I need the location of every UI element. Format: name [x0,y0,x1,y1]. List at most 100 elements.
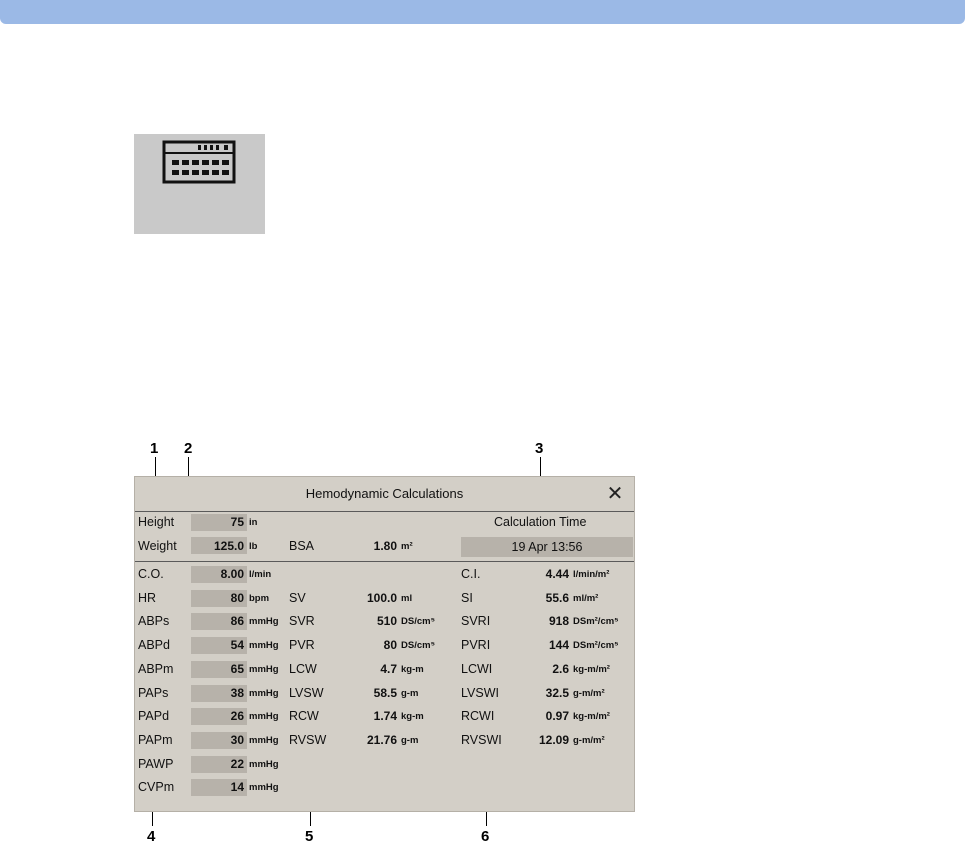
calculation-time-label: Calculation Time [494,515,587,529]
bsa-label: BSA [289,539,315,553]
input-label: C.O. [138,567,164,581]
indexed-label: SI [461,590,473,605]
output-unit: DS/cm⁵ [401,640,436,652]
height-value: 75 [230,515,244,529]
indexed-label: LCWI [461,661,493,676]
output-value: 510 [376,614,397,629]
window-title: Hemodynamic Calculations [305,486,464,501]
indexed-label: SVRI [461,614,491,629]
indexed-value: 918 [548,614,569,629]
output-value: 100.0 [366,590,397,605]
output-label: SVR [289,614,315,629]
indexed-label: C.I. [461,567,481,581]
input-value: 30 [230,732,244,747]
input-field[interactable] [191,613,247,631]
input-field[interactable] [191,684,247,702]
input-label: HR [138,590,157,605]
input-value: 80 [230,590,244,605]
callout-2: 2 [184,440,193,457]
top-banner [0,0,965,24]
input-label: ABPd [138,638,170,653]
input-label: PAPs [138,685,169,700]
bsa-unit: m² [401,541,413,552]
weight-field[interactable] [191,537,247,554]
output-label: RCW [289,709,319,724]
indexed-value: 12.09 [538,732,569,747]
calculator-icon [162,140,236,184]
output-label: SV [289,590,306,605]
hemo-calc-button[interactable] [134,134,265,234]
hemodynamic-calculations-window: Hemodynamic Calculations ✕ Height 75 in … [134,476,635,812]
input-value: 65 [230,661,244,676]
callout-1: 1 [150,440,159,457]
output-value: 4.7 [380,661,397,676]
indexed-unit: ml/m² [573,592,599,604]
indexed-label: RCWI [461,709,495,724]
input-unit: mmHg [249,734,279,746]
indexed-unit: kg-m/m² [573,711,610,723]
output-label: PVR [289,638,315,653]
calculation-time-field[interactable]: 19 Apr 13:56 [461,537,633,557]
indexed-unit: g-m/m² [573,687,605,699]
input-field[interactable] [191,755,247,773]
input-field[interactable] [191,779,247,797]
indexed-label: RVSWI [461,732,502,747]
callout-4: 4 [147,828,156,845]
height-field[interactable] [191,514,247,531]
input-value: 14 [230,780,244,795]
input-unit: mmHg [249,616,279,628]
indexed-value: 0.97 [545,709,569,724]
input-value: 86 [230,614,244,629]
title-divider [135,511,634,512]
input-value: 22 [230,756,244,771]
input-value: 38 [230,685,244,700]
input-unit: mmHg [249,782,279,794]
input-field[interactable] [191,566,247,583]
indexed-label: PVRI [461,638,491,653]
close-icon[interactable]: ✕ [606,483,624,505]
input-field[interactable] [191,637,247,655]
input-label: PAPm [138,732,173,747]
callout-3: 3 [535,440,544,457]
weight-unit: lb [249,541,258,552]
output-unit: ml [401,592,413,604]
output-unit: g-m [401,687,419,699]
indexed-unit: DSm²/cm⁵ [573,616,619,628]
height-unit: in [249,517,258,528]
input-unit: mmHg [249,663,279,675]
input-field[interactable] [191,660,247,678]
output-label: LCW [289,661,317,676]
indexed-unit: DSm²/cm⁵ [573,640,619,652]
input-unit: l/min [249,569,272,580]
bsa-value: 1.80 [373,539,397,553]
output-value: 80 [383,638,397,653]
output-value: 21.76 [366,732,397,747]
input-field[interactable] [191,731,247,749]
output-value: 58.5 [373,685,397,700]
indexed-value: 32.5 [545,685,569,700]
indexed-label: LVSWI [461,685,499,700]
input-label: ABPs [138,614,170,629]
output-label: LVSW [289,685,324,700]
output-unit: kg-m [401,711,424,723]
weight-label: Weight [138,539,177,553]
input-value: 8.00 [220,567,244,581]
input-label: CVPm [138,780,175,795]
input-label: PAWP [138,756,174,771]
indexed-value: 144 [548,638,569,653]
input-label: PAPd [138,709,170,724]
input-field[interactable] [191,708,247,726]
output-unit: DS/cm⁵ [401,616,436,628]
indexed-value: 4.44 [545,567,569,581]
callout-5: 5 [305,828,314,845]
input-unit: mmHg [249,687,279,699]
input-unit: mmHg [249,640,279,652]
weight-value: 125.0 [213,539,244,553]
header-divider [135,561,634,562]
input-value: 26 [230,709,244,724]
callout-6: 6 [481,828,490,845]
output-value: 1.74 [373,709,397,724]
input-field[interactable] [191,589,247,607]
input-value: 54 [230,638,244,653]
indexed-unit: g-m/m² [573,734,605,746]
